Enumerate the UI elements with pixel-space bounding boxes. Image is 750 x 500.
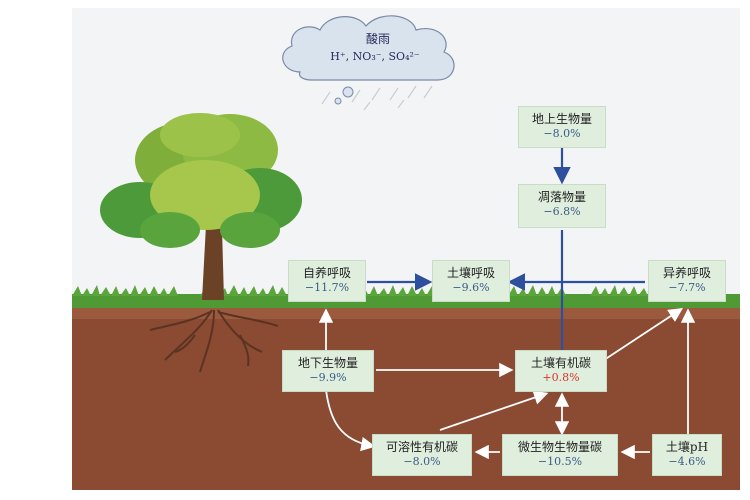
node-dissolved-organic-carbon: 可溶性有机碳 −8.0%: [372, 434, 472, 476]
node-label: 微生物生物量碳: [517, 440, 602, 454]
tree-icon: [100, 113, 302, 300]
cloud-icon: [282, 15, 455, 105]
node-label: 异养呼吸: [662, 266, 711, 280]
node-label: 土壤呼吸: [446, 266, 495, 280]
rain-icon: [321, 85, 433, 111]
node-value: −9.9%: [309, 371, 347, 384]
node-value: −10.5%: [537, 455, 583, 468]
node-value: −8.0%: [403, 455, 441, 468]
node-label: 凋落物量: [537, 190, 586, 204]
node-value: −9.6%: [452, 281, 490, 294]
cloud-ions: H⁺, NO₃⁻, SO₄²⁻: [330, 50, 420, 63]
node-value: −11.7%: [304, 281, 350, 294]
cloud-title: 酸雨: [365, 32, 390, 46]
node-soil-respiration: 土壤呼吸 −9.6%: [432, 260, 510, 302]
node-microbial-biomass-carbon: 微生物生物量碳 −10.5%: [502, 434, 618, 476]
white-arrows: [318, 308, 696, 460]
node-aboveground-biomass: 地上生物量 −8.0%: [518, 106, 606, 148]
node-label: 土壤有机碳: [530, 356, 591, 370]
blue-arrows: [367, 148, 645, 350]
node-label: 自养呼吸: [302, 266, 351, 280]
node-heterotrophic-respiration: 异养呼吸 −7.7%: [648, 260, 726, 302]
node-value: −4.6%: [668, 455, 706, 468]
node-value: −7.7%: [668, 281, 706, 294]
node-litter: 凋落物量 −6.8%: [518, 184, 606, 228]
node-label: 土壤pH: [665, 440, 709, 454]
node-value: −6.8%: [543, 205, 581, 218]
node-soil-ph: 土壤pH −4.6%: [652, 434, 722, 476]
node-label: 可溶性有机碳: [385, 440, 458, 454]
node-value: +0.8%: [542, 371, 580, 384]
node-soil-organic-carbon: 土壤有机碳 +0.8%: [515, 350, 607, 392]
node-autotrophic-respiration: 自养呼吸 −11.7%: [288, 260, 366, 302]
node-label: 地上生物量: [531, 112, 592, 126]
node-belowground-biomass: 地下生物量 −9.9%: [282, 350, 374, 392]
node-value: −8.0%: [543, 127, 581, 140]
roots-icon: [149, 309, 279, 373]
node-label: 地下生物量: [297, 356, 358, 370]
